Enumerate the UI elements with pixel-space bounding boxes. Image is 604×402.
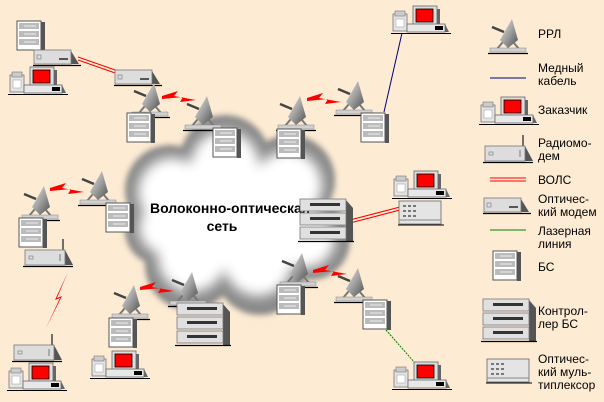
radio-link-icon [46,272,68,328]
rrl-dish-icon [488,19,528,54]
radiomodem-icon [483,135,533,163]
legend-laser-2: линия [538,237,572,251]
optical-modem-icon [114,70,162,86]
customer-icon [479,97,539,125]
bs-icon [361,113,389,143]
bs-icon [106,203,134,233]
legend-copper-2: кабель [538,74,576,88]
customer-icon [392,171,452,199]
rrl-dish-icon [130,83,170,118]
legend-customer: Заказчик [538,103,588,117]
radio-link-icon [50,183,84,194]
fiber-network-cloud: Волоконно-оптическая сеть [125,115,350,315]
optical-modem-icon [483,198,531,214]
optical-modem-icon [33,50,81,66]
customer-icon [391,6,451,34]
radio-link-icon [307,93,341,104]
legend-rrl: РРЛ [538,27,561,41]
legend: РРЛ Медный кабель Заказчик Радиомо- дем … [479,19,597,392]
bs-icon [17,21,45,51]
rrl-dish-icon [20,186,60,221]
optical-multiplexer-icon [398,201,444,225]
legend-vols: ВОЛС [538,173,572,187]
bs-icon [277,285,305,315]
legend-multiplexer-1: Оптичес- [538,352,589,366]
bs-icon [19,218,47,248]
bs-icon [127,113,155,143]
legend-multiplexer-3: типлексор [538,378,596,392]
customer-icon [8,67,68,95]
rrl-dish-icon [110,285,150,320]
legend-controller-2: лер БС [538,317,578,331]
bs-icon [213,128,241,158]
optical-multiplexer-icon [486,359,532,383]
bs-controller-icon [298,199,354,242]
customer-icon [7,363,67,391]
radiomodem-icon [12,334,62,362]
customer-icon [392,362,452,390]
radio-link-icon [162,91,196,102]
cloud-label-line2: сеть [207,218,238,234]
copper-cable-link [383,32,403,113]
customer-icon [90,351,150,379]
bs-controller-icon [481,299,537,342]
vols-link [77,56,119,75]
bs-icon [277,129,305,159]
rrl-dish-icon [334,81,374,116]
rrl-dish-icon [183,96,223,131]
vols-link [349,206,401,224]
legend-controller-1: Контрол- [538,304,588,318]
bs-icon [109,318,137,348]
rrl-dish-icon [78,171,118,206]
bs-controller-icon [175,303,231,346]
vols-icon [490,177,526,182]
cloud-label-line1: Волоконно-оптическая [150,200,310,216]
bs-icon [363,300,391,330]
legend-laser-1: Лазерная [538,224,591,238]
rrl-dish-icon [276,96,316,131]
legend-optical-modem-2: кий модем [538,205,597,219]
bs-icon [493,251,521,281]
legend-multiplexer-2: кий муль- [538,365,591,379]
laser-link [385,329,416,364]
legend-bs: БС [538,260,555,274]
legend-optical-modem-1: Оптичес- [538,192,589,206]
legend-copper-1: Медный [538,61,584,75]
legend-radiomodem-1: Радиомо- [538,136,592,150]
legend-radiomodem-2: дем [538,149,560,163]
